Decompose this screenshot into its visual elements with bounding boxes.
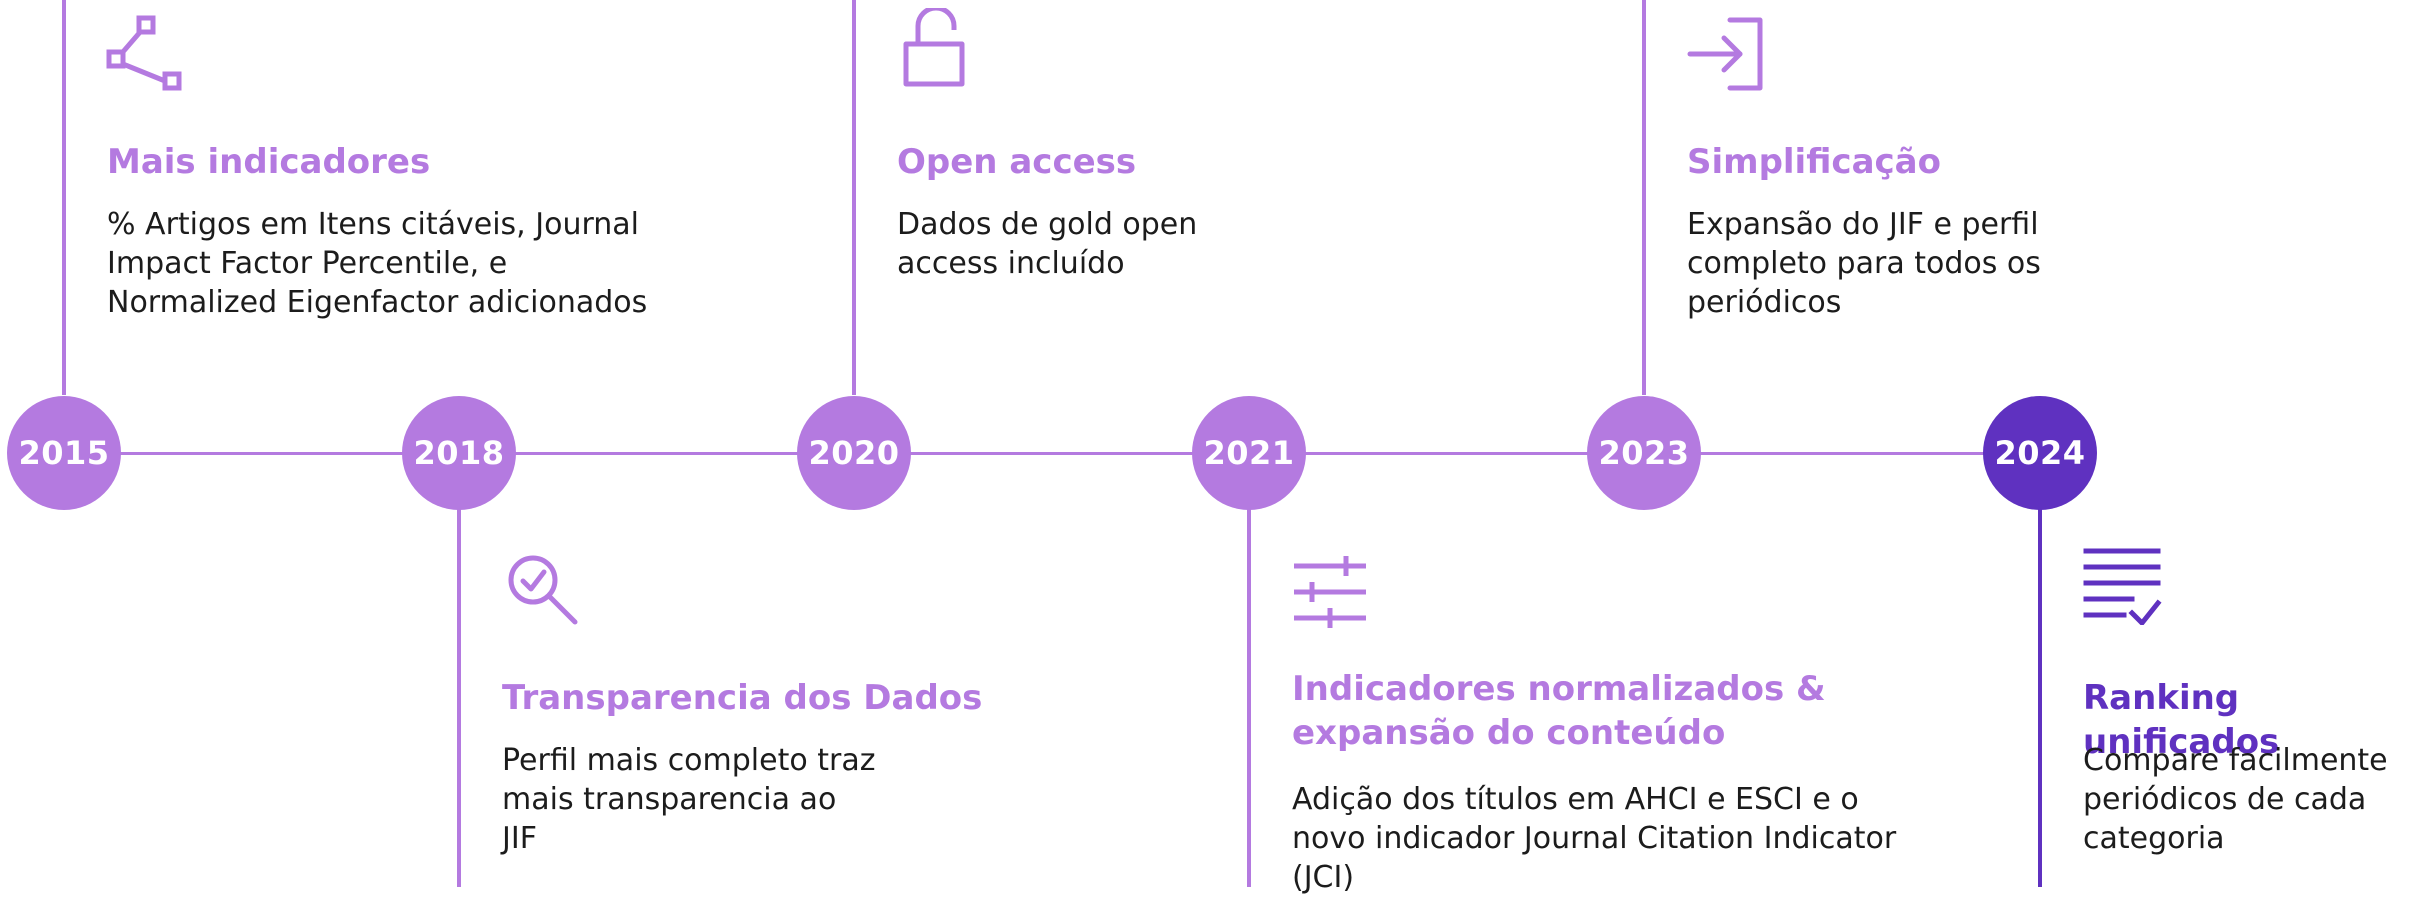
timeline-axis: [65, 452, 2045, 455]
sliders-icon: [1290, 552, 1370, 632]
milestone-title: Transparencia dos Dados: [502, 678, 983, 718]
milestone-title: Mais indicadores: [107, 142, 431, 182]
year-node-2015: 2015: [7, 396, 121, 510]
milestone-title: Open access: [897, 142, 1137, 182]
milestone-description: Adição dos títulos em AHCI e ESCI e o no…: [1292, 782, 1897, 895]
milestone-description: Dados de gold open access incluído: [897, 207, 1198, 281]
year-node-2023: 2023: [1587, 396, 1701, 510]
stem-2023: [1642, 0, 1646, 395]
stem-2018: [457, 508, 461, 887]
stem-2024: [2038, 508, 2042, 887]
year-node-2021: 2021: [1192, 396, 1306, 510]
network-share-icon: [103, 12, 183, 92]
sign-in-arrow-icon: [1686, 14, 1766, 94]
year-node-2018: 2018: [402, 396, 516, 510]
milestone-title: Simplificação: [1687, 142, 1941, 182]
milestone-description: Compare facilmente periódicos de cada ca…: [2083, 743, 2388, 856]
unlocked-padlock-icon: [896, 8, 976, 88]
milestone-title: Indicadores normalizados & expansão do c…: [1292, 669, 1826, 753]
stem-2015: [62, 0, 66, 395]
stem-2021: [1247, 508, 1251, 887]
milestone-description: Perfil mais completo traz mais transpare…: [502, 743, 876, 856]
checklist-icon: [2082, 545, 2162, 625]
year-node-2024: 2024: [1983, 396, 2097, 510]
milestone-description: % Artigos em Itens citáveis, Journal Imp…: [107, 207, 648, 320]
stem-2020: [852, 0, 856, 395]
milestone-title: Ranking unificados: [2083, 678, 2280, 762]
year-node-2020: 2020: [797, 396, 911, 510]
magnify-check-icon: [503, 550, 583, 630]
milestone-description: Expansão do JIF e perfil completo para t…: [1687, 207, 2041, 320]
